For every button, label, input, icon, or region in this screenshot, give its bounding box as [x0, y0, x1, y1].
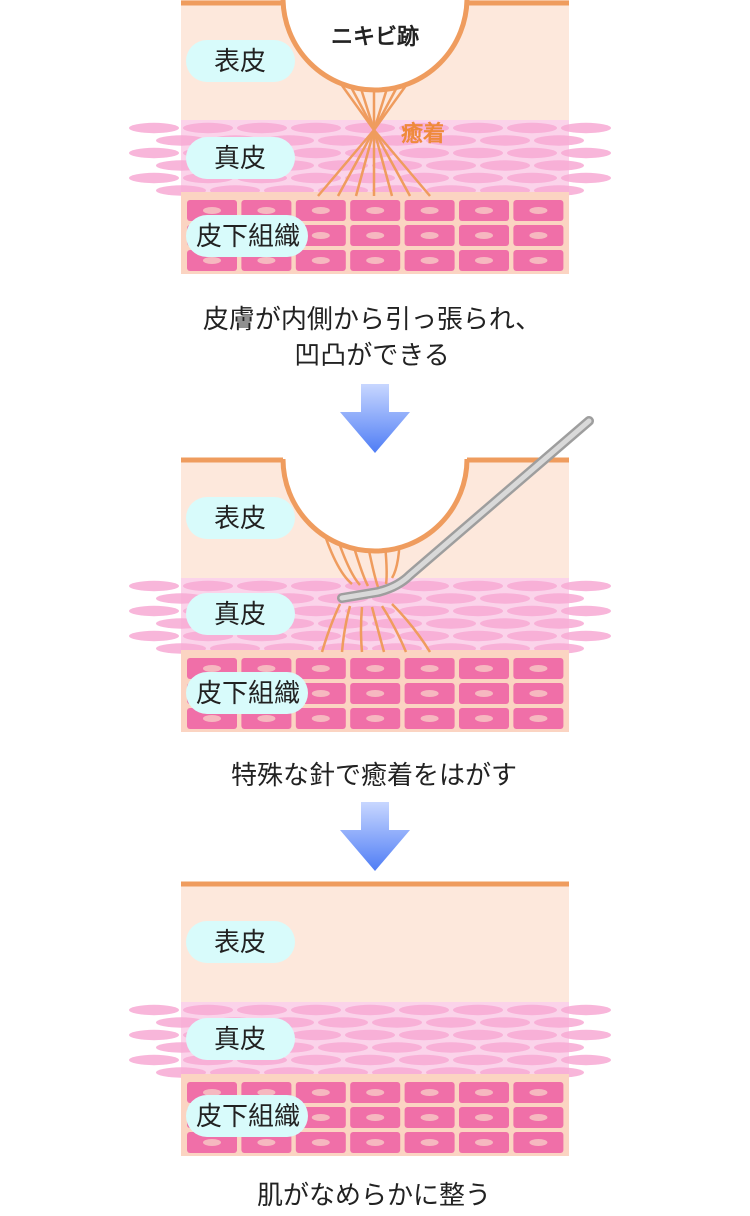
scar-crater: [280, 0, 470, 93]
subcutaneous-pill: 皮下組織: [186, 215, 308, 257]
epidermis-pill: 表皮: [186, 921, 295, 963]
caption-3: 肌がなめらかに整う: [257, 1181, 491, 1211]
dermis-pill: 真皮: [186, 137, 295, 179]
dermis-pill: 真皮: [186, 1018, 295, 1060]
needle: [337, 416, 594, 603]
svg-text:真皮: 真皮: [214, 600, 266, 630]
panel-3-smooth-skin: 表皮 真皮 皮下組織: [129, 881, 611, 1156]
epidermis-pill: 表皮: [186, 497, 295, 539]
svg-text:表皮: 表皮: [214, 504, 266, 534]
svg-text:皮下組織: 皮下組織: [196, 1102, 300, 1132]
svg-text:真皮: 真皮: [214, 1025, 266, 1055]
caption-1-line-2: 凹凸ができる: [294, 341, 449, 371]
caption-2: 特殊な針で癒着をはがす: [231, 761, 517, 791]
subcutaneous-pill: 皮下組織: [186, 672, 308, 714]
adhesion-label: 癒着: [401, 121, 445, 147]
scar-crater: [280, 458, 470, 554]
svg-text:表皮: 表皮: [214, 47, 266, 77]
svg-text:表皮: 表皮: [214, 928, 266, 958]
dermis-pill: 真皮: [186, 593, 295, 635]
svg-text:皮下組織: 皮下組織: [196, 222, 300, 252]
acne-scar-label: ニキビ跡: [331, 24, 419, 50]
panel-2-needle-treatment: 表皮 真皮 皮下組織: [129, 416, 611, 732]
epidermis-pill: 表皮: [186, 40, 295, 82]
caption-1-line-1: 皮膚が内側から引っ張られ、: [203, 305, 541, 335]
down-arrow-2: [340, 802, 410, 871]
panel-1-scar-with-adhesion: ニキビ跡 癒着 表皮 真皮 皮下組織: [129, 0, 611, 274]
svg-text:真皮: 真皮: [214, 144, 266, 174]
svg-text:皮下組織: 皮下組織: [196, 679, 300, 709]
subcutaneous-pill: 皮下組織: [186, 1095, 308, 1137]
down-arrow-1: [340, 384, 410, 453]
